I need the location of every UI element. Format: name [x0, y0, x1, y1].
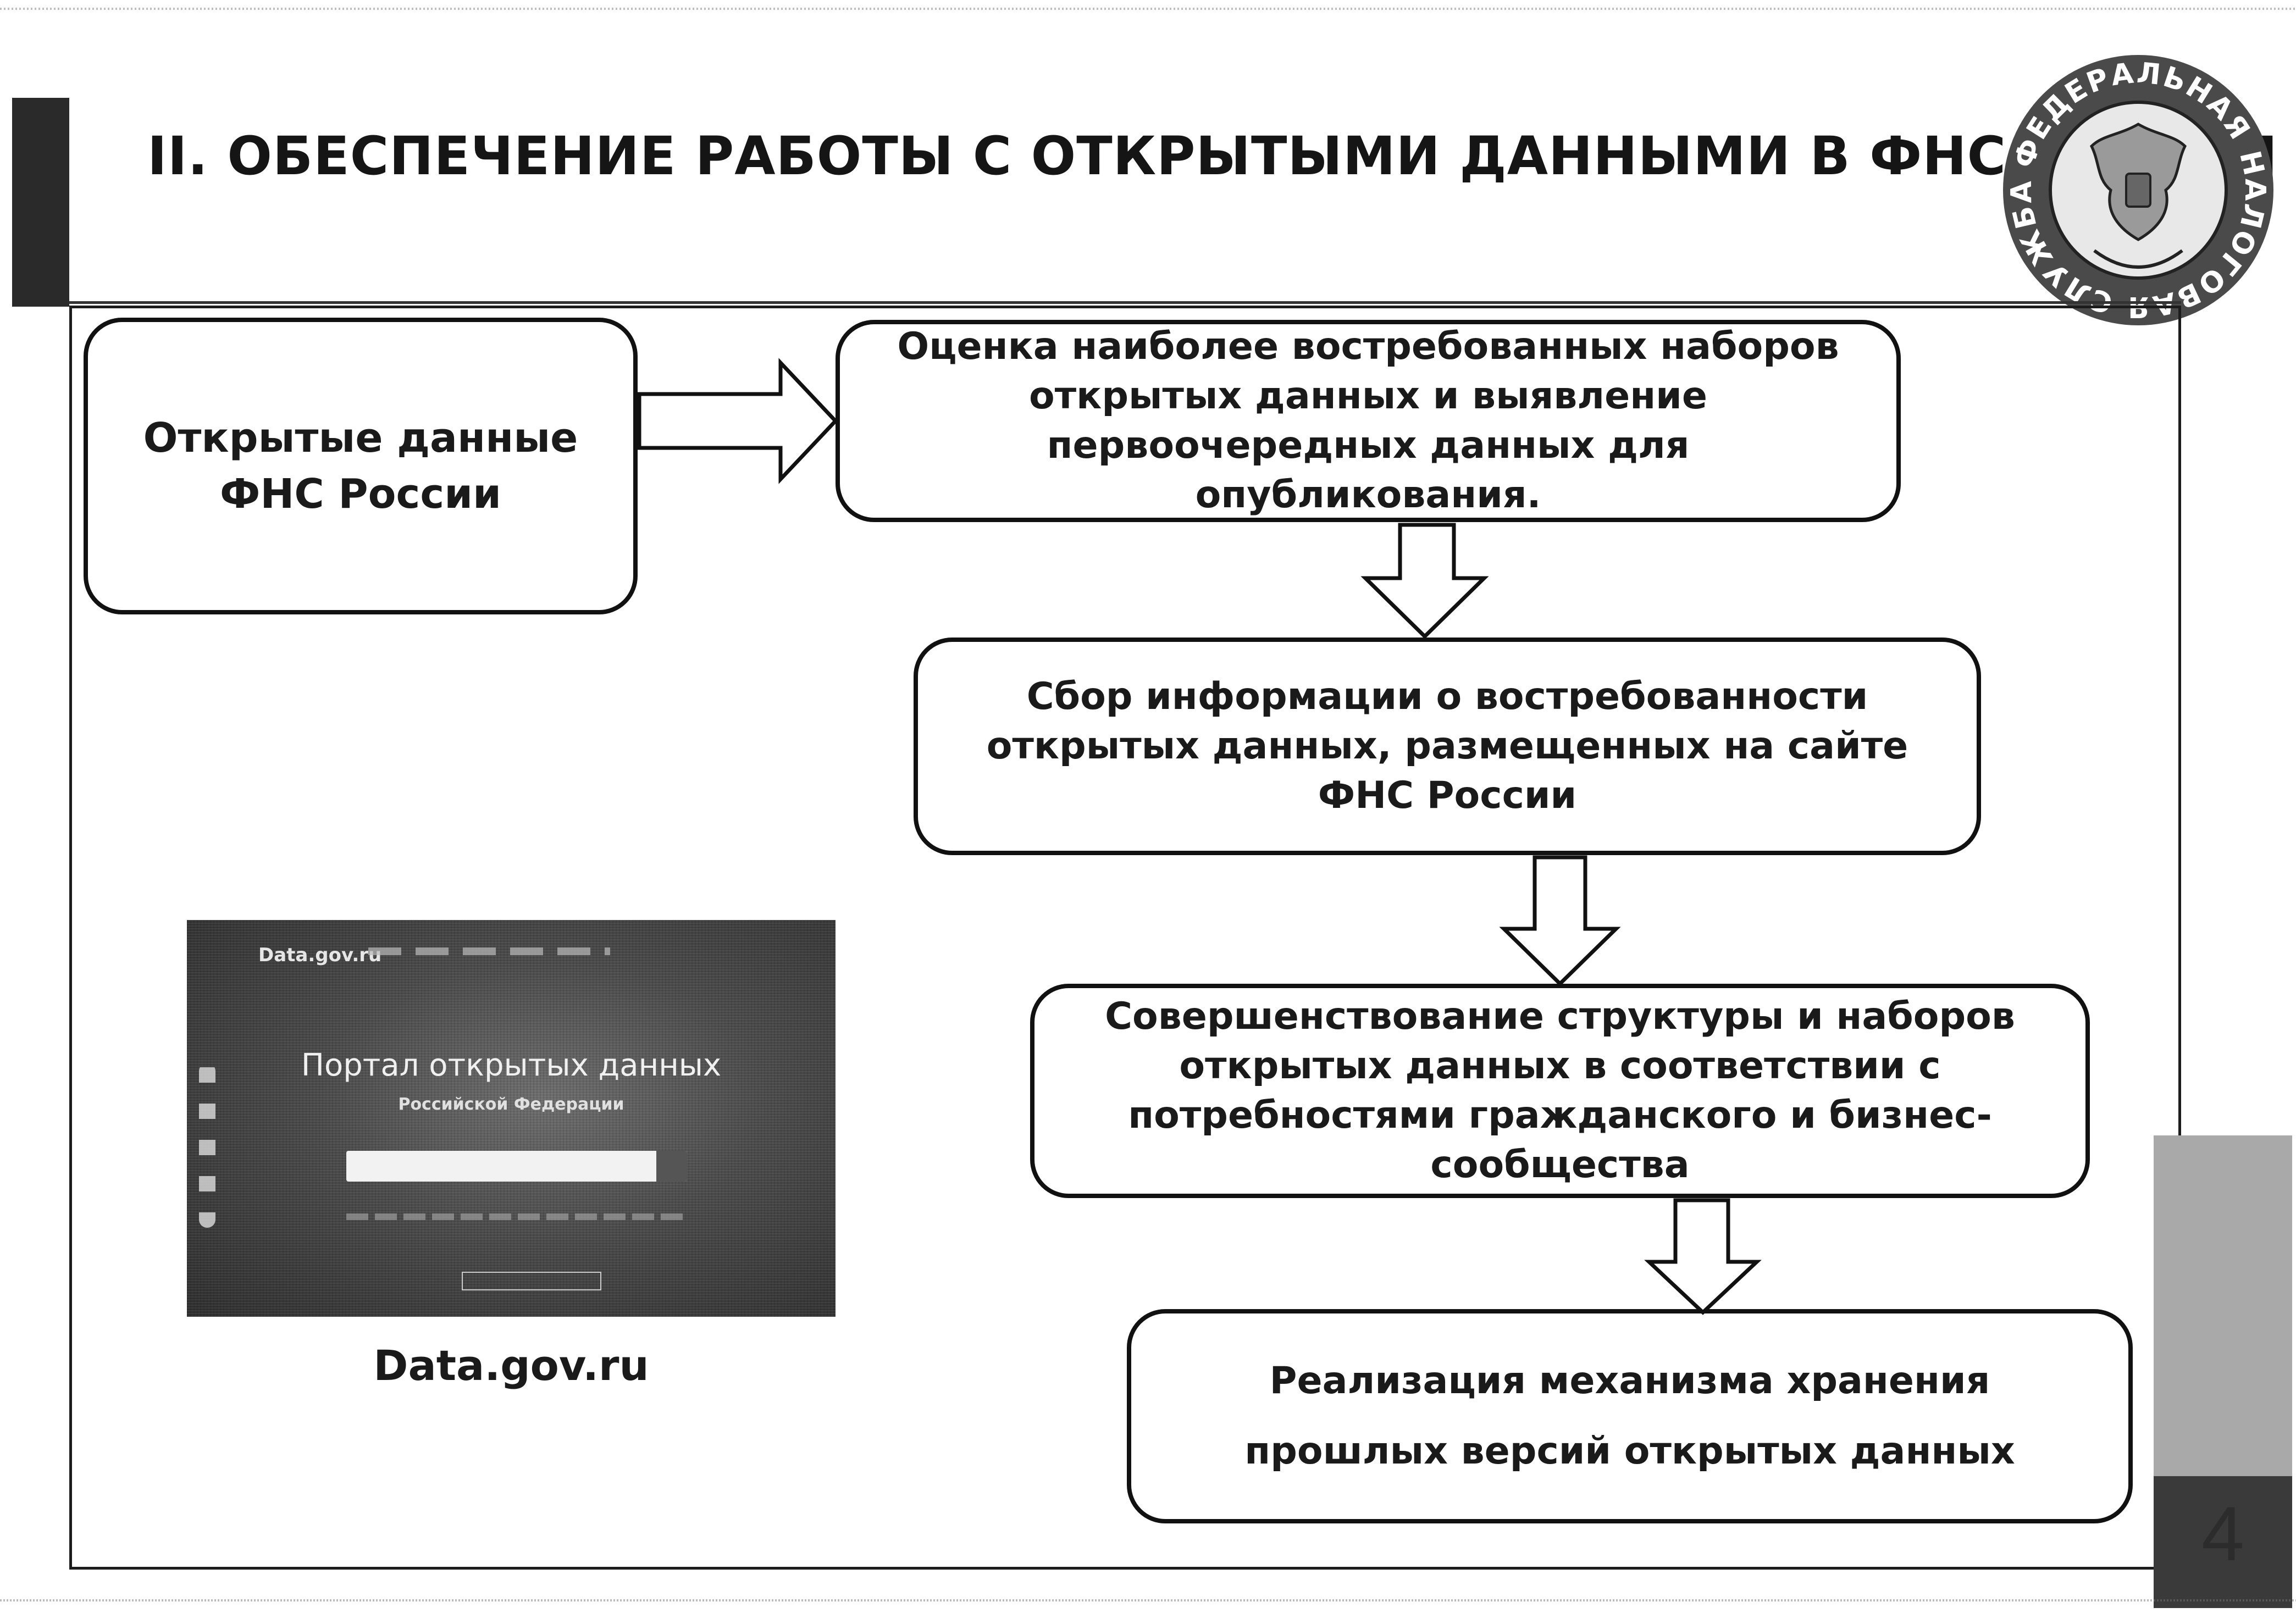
arrow-down-icon-2: [1499, 855, 1621, 986]
step-box-2-label: Сбор информации о востребованности откры…: [986, 675, 1908, 817]
step-box-1: Оценка наиболее востребованных наборов о…: [836, 320, 1901, 522]
arrow-down-icon-1: [1360, 523, 1489, 639]
fns-emblem: ФЕДЕРАЛЬНАЯ НАЛОГОВАЯ СЛУЖБА: [2003, 55, 2273, 325]
step-box-1-label: Оценка наиболее востребованных наборов о…: [897, 325, 1839, 517]
portal-search: [346, 1151, 687, 1182]
step-box-2: Сбор информации о востребованности откры…: [914, 638, 1981, 855]
arrow-right-icon: [637, 358, 838, 484]
left-accent-bar: [12, 98, 69, 307]
page-number: 4: [2201, 1490, 2244, 1577]
source-box-label: Открытые данные ФНС России: [143, 414, 578, 518]
portal-logo: Data.gov.ru: [258, 944, 382, 966]
portal-side-icons: [199, 1063, 215, 1228]
side-dark-block: [2154, 1476, 2292, 1608]
screenshot-caption: Data.gov.ru: [373, 1341, 649, 1390]
top-dotted-rule: [0, 8, 2296, 10]
arrow-down-icon-3: [1644, 1198, 1762, 1315]
portal-title: Портал открытых данных: [301, 1047, 722, 1083]
step-box-4-label: Реализация механизма хранения прошлых ве…: [1244, 1359, 2015, 1473]
content-frame: [69, 306, 2181, 1570]
slide-title: II. ОБЕСПЕЧЕНИЕ РАБОТЫ С ОТКРЫТЫМИ ДАННЫ…: [147, 125, 2278, 187]
step-box-3: Совершенствование структуры и наборов от…: [1030, 984, 2090, 1198]
portal-subtitle: Российской Федерации: [398, 1095, 624, 1114]
step-box-4: Реализация механизма хранения прошлых ве…: [1127, 1309, 2133, 1523]
portal-button: [462, 1272, 601, 1290]
portal-screenshot: Data.gov.ru Портал открытых данных Росси…: [187, 920, 836, 1317]
portal-nav: [368, 947, 610, 955]
frame-top-line: [69, 301, 2181, 304]
source-box: Открытые данные ФНС России: [84, 318, 638, 614]
bottom-dotted-rule: [0, 1599, 2296, 1601]
portal-stats-line: [346, 1213, 687, 1220]
search-icon: [656, 1151, 687, 1182]
step-box-3-label: Совершенствование структуры и наборов от…: [1105, 995, 2015, 1187]
